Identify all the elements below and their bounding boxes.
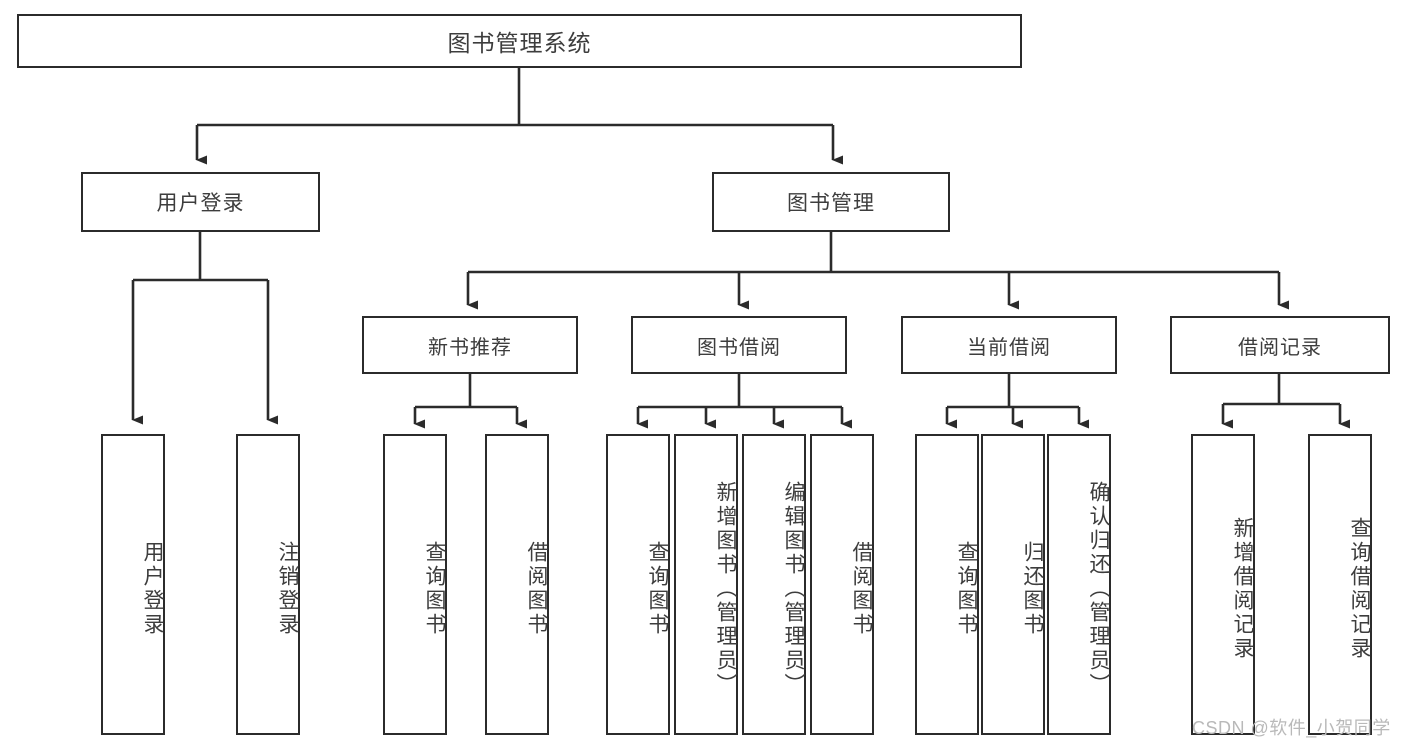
leaf-user-login-label: 用户登录 bbox=[141, 540, 164, 637]
leaf-return-book-label: 归还图书 bbox=[1021, 540, 1044, 637]
leaf-add-record-label: 新增借阅记录 bbox=[1231, 516, 1254, 661]
node-new-book-rec-label: 新书推荐 bbox=[428, 336, 512, 359]
leaf-add-book[interactable]: 新增图书（管理员） bbox=[674, 434, 738, 735]
leaf-query-book-1[interactable]: 查询图书 bbox=[383, 434, 447, 735]
node-user-login-label: 用户登录 bbox=[156, 192, 245, 215]
leaf-borrow-book-2[interactable]: 借阅图书 bbox=[810, 434, 874, 735]
leaf-borrow-book-1[interactable]: 借阅图书 bbox=[485, 434, 549, 735]
leaf-query-book-1-label: 查询图书 bbox=[423, 540, 446, 637]
node-root-label: 图书管理系统 bbox=[447, 30, 592, 56]
node-book-borrow[interactable]: 图书借阅 bbox=[631, 316, 847, 374]
leaf-query-book-3[interactable]: 查询图书 bbox=[915, 434, 979, 735]
leaf-confirm-return[interactable]: 确认归还（管理员） bbox=[1047, 434, 1111, 735]
node-book-borrow-label: 图书借阅 bbox=[697, 336, 781, 359]
csdn-watermark: CSDN @软件_小贺同学 bbox=[1192, 718, 1391, 738]
node-book-manage-label: 图书管理 bbox=[787, 192, 875, 215]
leaf-confirm-return-label: 确认归还（管理员） bbox=[1087, 480, 1110, 697]
leaf-borrow-book-1-label: 借阅图书 bbox=[525, 540, 548, 637]
node-borrow-record-label: 借阅记录 bbox=[1238, 336, 1322, 359]
node-current-borrow[interactable]: 当前借阅 bbox=[901, 316, 1117, 374]
node-new-book-rec[interactable]: 新书推荐 bbox=[362, 316, 578, 374]
leaf-edit-book-label: 编辑图书（管理员） bbox=[782, 480, 805, 697]
leaf-return-book[interactable]: 归还图书 bbox=[981, 434, 1045, 735]
node-book-manage[interactable]: 图书管理 bbox=[712, 172, 950, 232]
leaf-add-record[interactable]: 新增借阅记录 bbox=[1191, 434, 1255, 735]
node-borrow-record[interactable]: 借阅记录 bbox=[1170, 316, 1390, 374]
leaf-edit-book[interactable]: 编辑图书（管理员） bbox=[742, 434, 806, 735]
leaf-add-book-label: 新增图书（管理员） bbox=[714, 480, 737, 697]
leaf-borrow-book-2-label: 借阅图书 bbox=[850, 540, 873, 637]
node-root[interactable]: 图书管理系统 bbox=[17, 14, 1022, 68]
leaf-query-record[interactable]: 查询借阅记录 bbox=[1308, 434, 1372, 735]
leaf-logout-label: 注销登录 bbox=[276, 540, 299, 637]
node-user-login[interactable]: 用户登录 bbox=[81, 172, 320, 232]
leaf-user-login[interactable]: 用户登录 bbox=[101, 434, 165, 735]
leaf-query-record-label: 查询借阅记录 bbox=[1348, 516, 1371, 661]
leaf-logout[interactable]: 注销登录 bbox=[236, 434, 300, 735]
leaf-query-book-2-label: 查询图书 bbox=[646, 540, 669, 637]
node-current-borrow-label: 当前借阅 bbox=[967, 336, 1051, 359]
leaf-query-book-3-label: 查询图书 bbox=[955, 540, 978, 637]
leaf-query-book-2[interactable]: 查询图书 bbox=[606, 434, 670, 735]
